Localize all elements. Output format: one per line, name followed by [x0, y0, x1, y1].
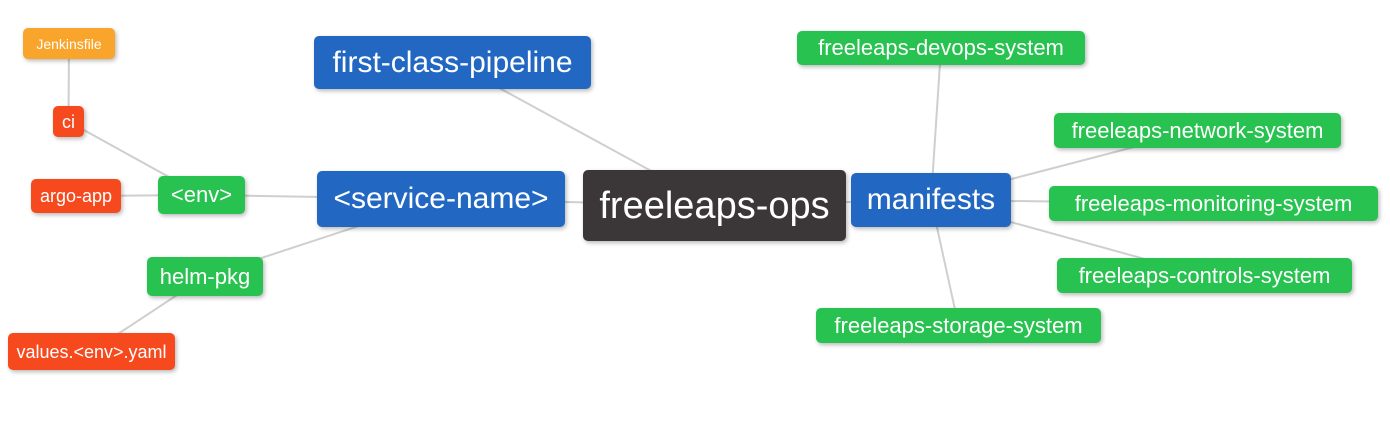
node-values-env-yaml[interactable]: values.<env>.yaml [8, 333, 175, 370]
node-env[interactable]: <env> [158, 176, 245, 214]
node-jenkinsfile[interactable]: Jenkinsfile [23, 28, 115, 59]
node-service-name[interactable]: <service-name> [317, 171, 565, 227]
node-ci[interactable]: ci [53, 106, 84, 137]
node-manifests[interactable]: manifests [851, 173, 1011, 227]
node-freeleaps-controls-system[interactable]: freeleaps-controls-system [1057, 258, 1352, 293]
node-argo-app[interactable]: argo-app [31, 179, 121, 213]
node-freeleaps-network-system[interactable]: freeleaps-network-system [1054, 113, 1341, 148]
node-freeleaps-devops-system[interactable]: freeleaps-devops-system [797, 31, 1085, 65]
node-freeleaps-storage-system[interactable]: freeleaps-storage-system [816, 308, 1101, 343]
node-helm-pkg[interactable]: helm-pkg [147, 257, 263, 296]
node-first-class-pipeline[interactable]: first-class-pipeline [314, 36, 591, 89]
node-freeleaps-monitoring-system[interactable]: freeleaps-monitoring-system [1049, 186, 1378, 221]
node-freeleaps-ops[interactable]: freeleaps-ops [583, 170, 846, 241]
